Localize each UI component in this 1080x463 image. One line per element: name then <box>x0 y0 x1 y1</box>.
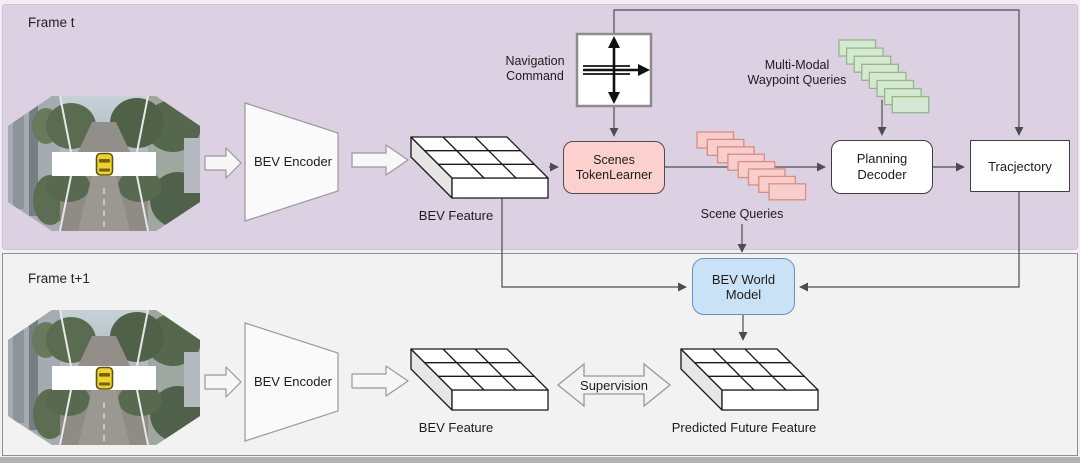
predicted-future-feature-slab <box>680 348 819 411</box>
bev-encoder-label-t1: BEV Encoder <box>253 374 333 389</box>
bev-feature-label-t: BEV Feature <box>418 208 494 223</box>
flow-block-arrows <box>204 144 409 398</box>
bev-feature-slab-t1 <box>410 348 549 411</box>
supervision-double-arrow <box>556 362 672 408</box>
camera-collage-frame-t <box>8 96 206 231</box>
bev-feature-label-t1: BEV Feature <box>418 420 494 435</box>
bottom-edge-strip <box>0 457 1080 463</box>
bev-world-model-box: BEV World Model <box>692 258 795 315</box>
scene-queries-label: Scene Queries <box>700 207 784 221</box>
bev-encoder-shape-t <box>244 102 339 222</box>
planning-decoder-box: Planning Decoder <box>831 140 933 194</box>
scenes-tokenlearner-box: Scenes TokenLearner <box>563 141 665 194</box>
camera-collage-frame-t1 <box>8 310 206 445</box>
waypoint-query-stack <box>838 39 930 114</box>
predicted-future-feature-label: Predicted Future Feature <box>671 420 817 435</box>
supervision-label: Supervision <box>580 378 648 393</box>
bev-encoder-shape-t1 <box>244 322 339 442</box>
trajectory-box: Tracjectory <box>970 140 1070 192</box>
waypoint-queries-label: Multi-Modal Waypoint Queries <box>747 58 847 87</box>
bev-encoder-label-t: BEV Encoder <box>253 154 333 169</box>
navigation-command-label: Navigation Command <box>505 54 565 83</box>
frame-t-label: Frame t <box>28 15 75 30</box>
crossroad-arrows-icon <box>575 32 653 108</box>
bev-feature-slab-t <box>410 136 549 199</box>
frame-t1-label: Frame t+1 <box>28 271 90 286</box>
scene-query-stack <box>696 131 807 201</box>
